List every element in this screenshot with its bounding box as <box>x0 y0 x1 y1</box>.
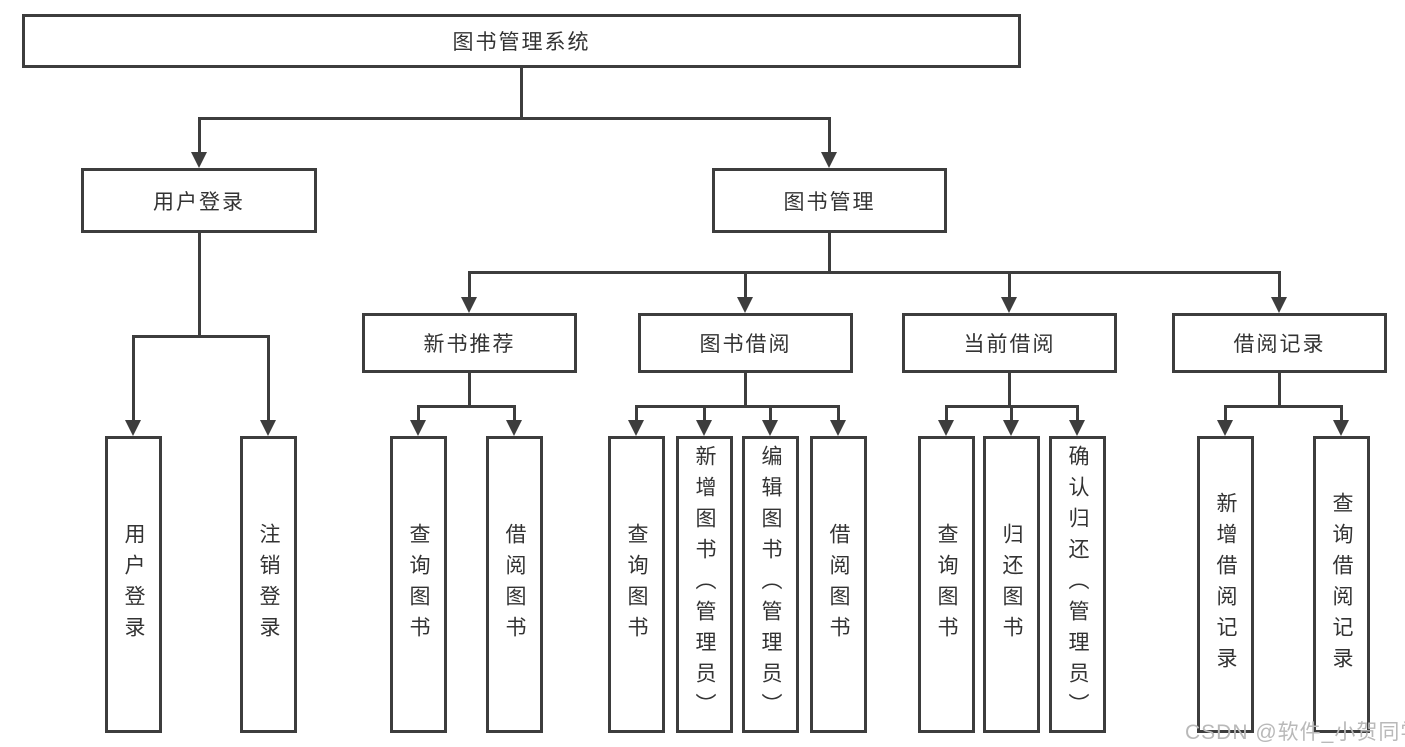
arrow-down-icon <box>410 420 426 436</box>
connector-new-book-recommend-stem <box>468 373 471 405</box>
connector-new-book-recommend-bus <box>417 405 516 408</box>
leaf-add-borrow-record: 新增借阅记录 <box>1197 436 1254 733</box>
csdn-watermark: CSDN @软件_小贺同学 <box>1185 721 1405 744</box>
leaf-return-books: 归还图书 <box>983 436 1040 733</box>
connector-user-login-stem <box>198 233 201 335</box>
node-current-borrowing-label: 当前借阅 <box>963 333 1056 356</box>
node-user-login: 用户登录 <box>81 168 317 233</box>
node-root-label: 图书管理系统 <box>452 31 591 54</box>
node-borrow-records: 借阅记录 <box>1172 313 1387 373</box>
leaf-confirm-return-admin-label: 确认归还（管理员） <box>1066 445 1089 724</box>
connector-to-leaf <box>513 405 516 422</box>
arrow-down-icon <box>1271 297 1287 313</box>
leaf-query-books-recommend-label: 查询图书 <box>407 522 430 647</box>
node-root: 图书管理系统 <box>22 14 1021 68</box>
leaf-logout: 注销登录 <box>240 436 297 733</box>
node-book-borrowing: 图书借阅 <box>638 313 853 373</box>
leaf-borrow-books-borrowing-label: 借阅图书 <box>827 522 850 647</box>
leaf-logout-label: 注销登录 <box>257 522 280 647</box>
connector-to-leaf-user-login <box>132 335 135 421</box>
leaf-borrow-books-borrowing: 借阅图书 <box>810 436 867 733</box>
leaf-add-books-admin: 新增图书（管理员） <box>676 436 733 733</box>
leaf-query-books-recommend: 查询图书 <box>390 436 447 733</box>
arrow-down-icon <box>696 420 712 436</box>
node-book-management-label: 图书管理 <box>783 190 876 214</box>
connector-level3-bus <box>468 271 1281 274</box>
node-new-book-recommend-label: 新书推荐 <box>423 333 516 356</box>
node-new-book-recommend: 新书推荐 <box>362 313 577 373</box>
connector-to-leaf <box>837 405 840 422</box>
connector-root-stem <box>520 68 523 117</box>
leaf-query-books-current-label: 查询图书 <box>935 522 958 647</box>
connector-book-management-stem <box>828 233 831 271</box>
connector-to-user-login <box>198 117 201 154</box>
arrow-down-icon <box>125 420 141 436</box>
connector-to-borrow-records <box>1278 271 1281 299</box>
leaf-add-books-admin-label: 新增图书（管理员） <box>693 445 716 724</box>
connector-current-borrowing-stem <box>1008 373 1011 405</box>
leaf-query-books-current: 查询图书 <box>918 436 975 733</box>
leaf-edit-books-admin-label: 编辑图书（管理员） <box>759 445 782 724</box>
connector-to-leaf <box>1076 405 1079 422</box>
connector-book-borrowing-stem <box>744 373 747 405</box>
node-user-login-label: 用户登录 <box>153 190 245 214</box>
leaf-query-books-borrowing-label: 查询图书 <box>625 522 648 647</box>
arrow-down-icon <box>1333 420 1349 436</box>
node-borrow-records-label: 借阅记录 <box>1233 333 1326 356</box>
connector-to-book-borrowing <box>744 271 747 299</box>
arrow-down-icon <box>1217 420 1233 436</box>
leaf-query-borrow-record: 查询借阅记录 <box>1313 436 1370 733</box>
connector-to-leaf <box>635 405 638 422</box>
leaf-return-books-label: 归还图书 <box>1000 522 1023 647</box>
leaf-user-login: 用户登录 <box>105 436 162 733</box>
connector-borrow-records-bus <box>1224 405 1343 408</box>
leaf-query-books-borrowing: 查询图书 <box>608 436 665 733</box>
leaf-edit-books-admin: 编辑图书（管理员） <box>742 436 799 733</box>
arrow-down-icon <box>762 420 778 436</box>
connector-to-leaf <box>1224 405 1227 422</box>
connector-borrow-records-stem <box>1278 373 1281 405</box>
leaf-add-borrow-record-label: 新增借阅记录 <box>1214 491 1237 678</box>
connector-to-new-book-recommend <box>468 271 471 299</box>
connector-to-leaf <box>1340 405 1343 422</box>
connector-to-current-borrowing <box>1008 271 1011 299</box>
arrow-down-icon <box>461 297 477 313</box>
connector-to-leaf-logout <box>267 335 270 421</box>
arrow-down-icon <box>1003 420 1019 436</box>
connector-book-borrowing-bus <box>635 405 840 408</box>
connector-to-leaf <box>945 405 948 422</box>
leaf-borrow-books-recommend-label: 借阅图书 <box>503 522 526 647</box>
arrow-down-icon <box>1001 297 1017 313</box>
arrow-down-icon <box>260 420 276 436</box>
node-book-management: 图书管理 <box>712 168 947 233</box>
leaf-borrow-books-recommend: 借阅图书 <box>486 436 543 733</box>
node-current-borrowing: 当前借阅 <box>902 313 1117 373</box>
node-book-borrowing-label: 图书借阅 <box>699 333 792 356</box>
connector-user-login-bus <box>132 335 270 338</box>
leaf-query-borrow-record-label: 查询借阅记录 <box>1330 491 1353 678</box>
leaf-user-login-label: 用户登录 <box>122 522 145 647</box>
connector-to-leaf <box>1010 405 1013 422</box>
connector-to-leaf <box>769 405 772 422</box>
arrow-down-icon <box>506 420 522 436</box>
arrow-down-icon <box>737 297 753 313</box>
leaf-confirm-return-admin: 确认归还（管理员） <box>1049 436 1106 733</box>
arrow-down-icon <box>938 420 954 436</box>
connector-level2-bus <box>198 117 831 120</box>
connector-to-leaf <box>417 405 420 422</box>
arrow-down-icon <box>1069 420 1085 436</box>
connector-to-leaf <box>703 405 706 422</box>
connector-to-book-management <box>828 117 831 154</box>
arrow-down-icon <box>821 152 837 168</box>
arrow-down-icon <box>628 420 644 436</box>
arrow-down-icon <box>191 152 207 168</box>
arrow-down-icon <box>830 420 846 436</box>
